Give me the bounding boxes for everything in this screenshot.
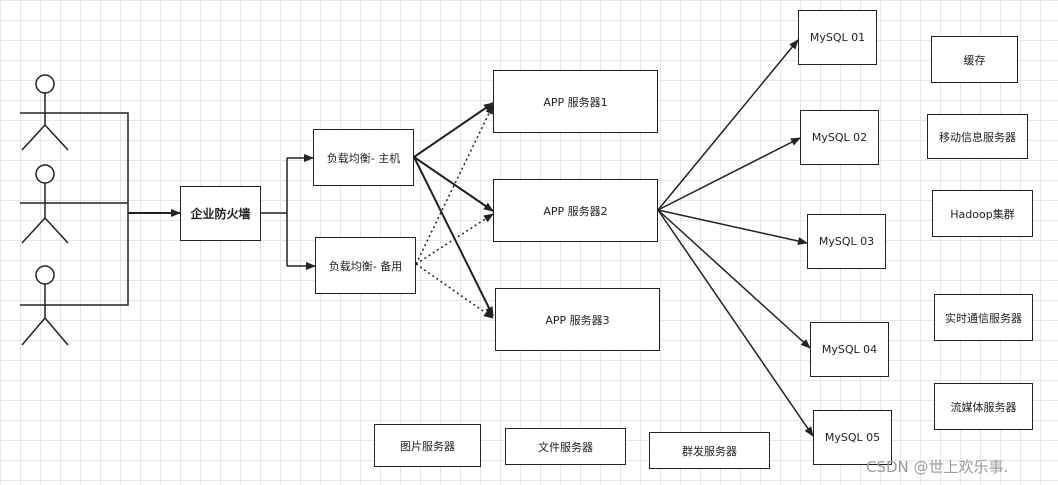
user-connectors [70,112,181,306]
app-server-3: APP 服务器3 [495,288,660,351]
mysql-04: MySQL 04 [810,322,889,377]
mysql-05: MySQL 05 [813,410,892,465]
app-server-2: APP 服务器2 [493,179,658,242]
app-mysql-connectors [657,39,814,437]
mysql-01: MySQL 01 [798,10,877,65]
lb-backup-connectors [415,104,494,319]
mobile-info-server-box: 移动信息服务器 [927,114,1028,159]
mysql-02: MySQL 02 [800,110,879,165]
user-figure-3 [20,265,70,346]
firewall-connectors [261,154,316,270]
user-figure-2 [20,164,70,244]
streaming-server-box: 流媒体服务器 [934,383,1033,430]
hadoop-cluster-box: Hadoop集群 [932,190,1033,237]
file-server-box: 文件服务器 [505,428,626,465]
load-balancer-backup: 负载均衡- 备用 [315,237,416,294]
firewall-box: 企业防火墙 [180,186,261,241]
mysql-03: MySQL 03 [807,214,886,269]
load-balancer-main: 负载均衡- 主机 [313,129,414,186]
mass-sending-server-box: 群发服务器 [649,432,770,469]
realtime-comm-server-box: 实时通信服务器 [934,294,1033,341]
app-server-1: APP 服务器1 [493,70,658,133]
image-server-box: 图片服务器 [374,424,481,467]
cache-box: 缓存 [931,36,1018,83]
user-figure-1 [20,74,70,151]
watermark-text: CSDN @世上欢乐事. [866,458,1009,476]
lb-main-connectors [413,102,494,317]
